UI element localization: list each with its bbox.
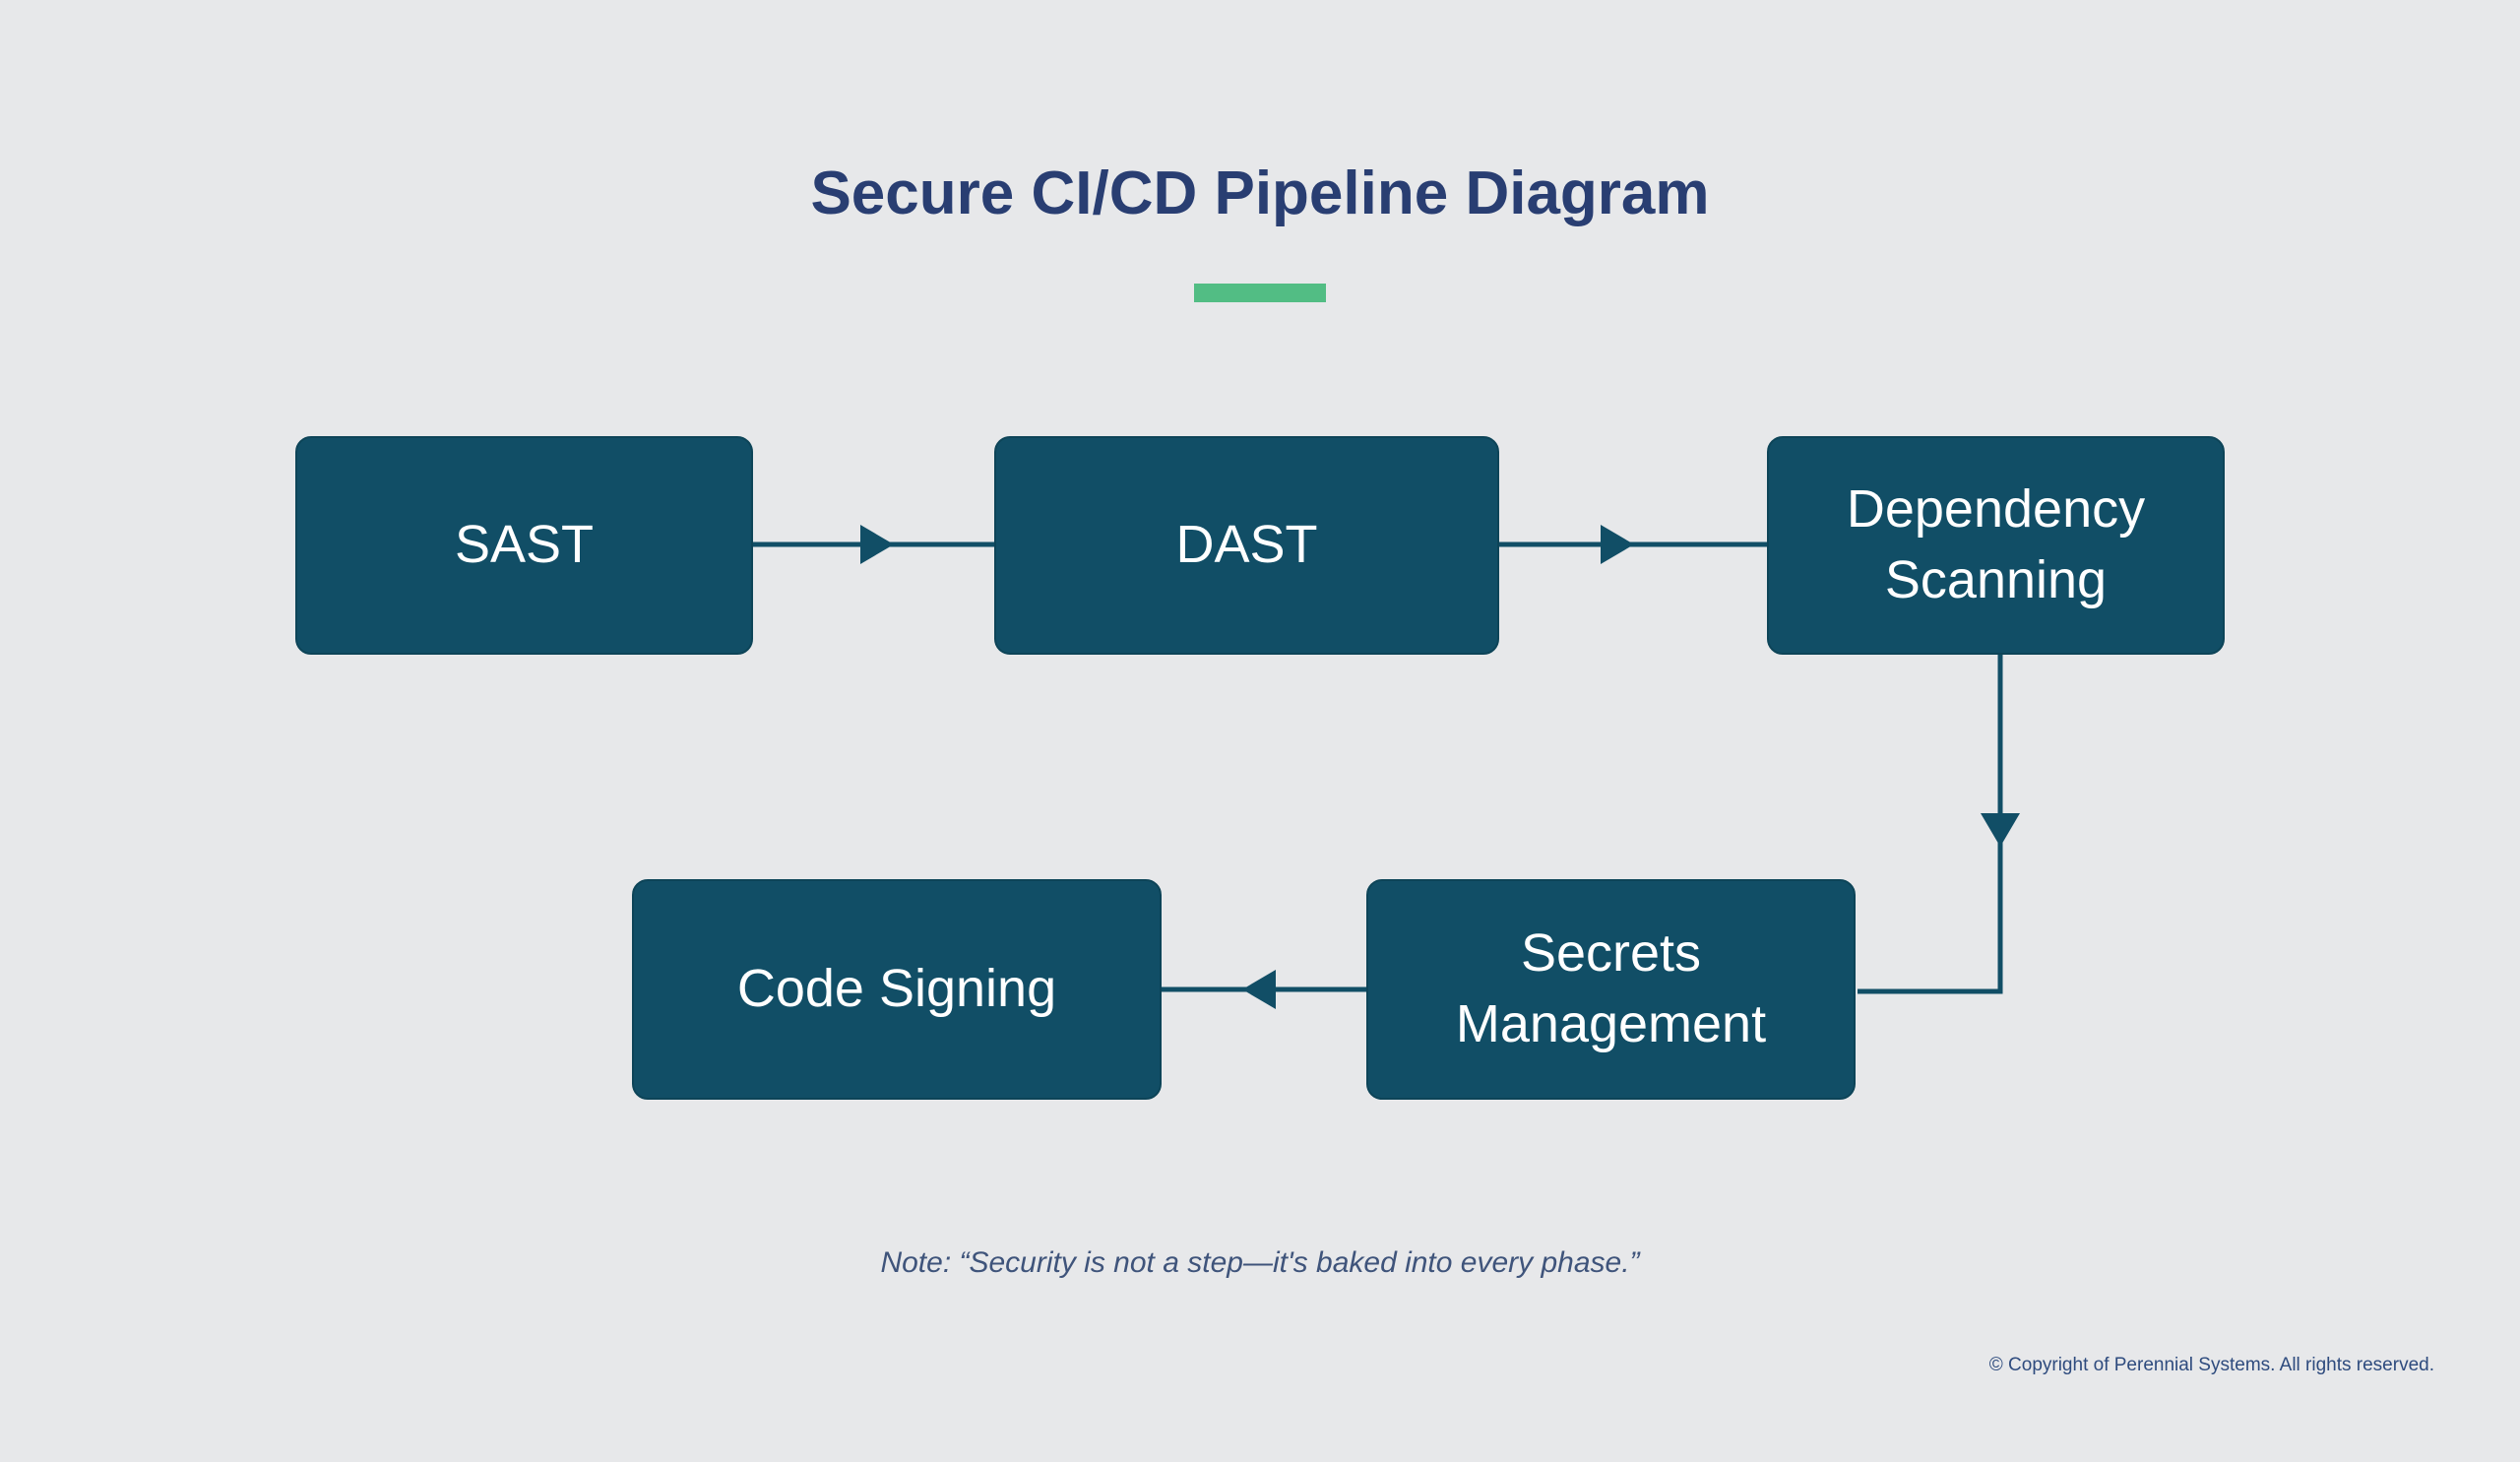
node-secrets-management-label: Secrets Management — [1455, 923, 1767, 1053]
page-title: Secure CI/CD Pipeline Diagram — [810, 159, 1710, 227]
edge-dast-dependency-arrowhead — [1601, 525, 1634, 564]
note-text: Note: “Security is not a step—it's baked… — [880, 1246, 1640, 1279]
edge-dependency-secrets-arrowhead — [1981, 813, 2020, 847]
edge-secrets-codesigning-arrowhead — [1242, 970, 1276, 1009]
node-dast-label: DAST — [1175, 515, 1318, 575]
edge-dependency-secrets-line — [1858, 655, 2003, 994]
node-dependency-scanning-label: Dependency Scanning — [1846, 479, 2146, 609]
node-sast-label: SAST — [454, 515, 595, 575]
copyright-text: © Copyright of Perennial Systems. All ri… — [1988, 1355, 2434, 1375]
node-dependency-scanning: Dependency Scanning — [1767, 436, 2225, 655]
node-code-signing: Code Signing — [632, 879, 1162, 1100]
node-code-signing-label: Code Signing — [736, 959, 1057, 1019]
node-dast: DAST — [994, 436, 1499, 655]
node-sast: SAST — [295, 436, 753, 655]
edge-sast-dast-arrowhead — [860, 525, 894, 564]
node-secrets-management: Secrets Management — [1366, 879, 1856, 1100]
title-accent-bar — [1194, 284, 1326, 302]
